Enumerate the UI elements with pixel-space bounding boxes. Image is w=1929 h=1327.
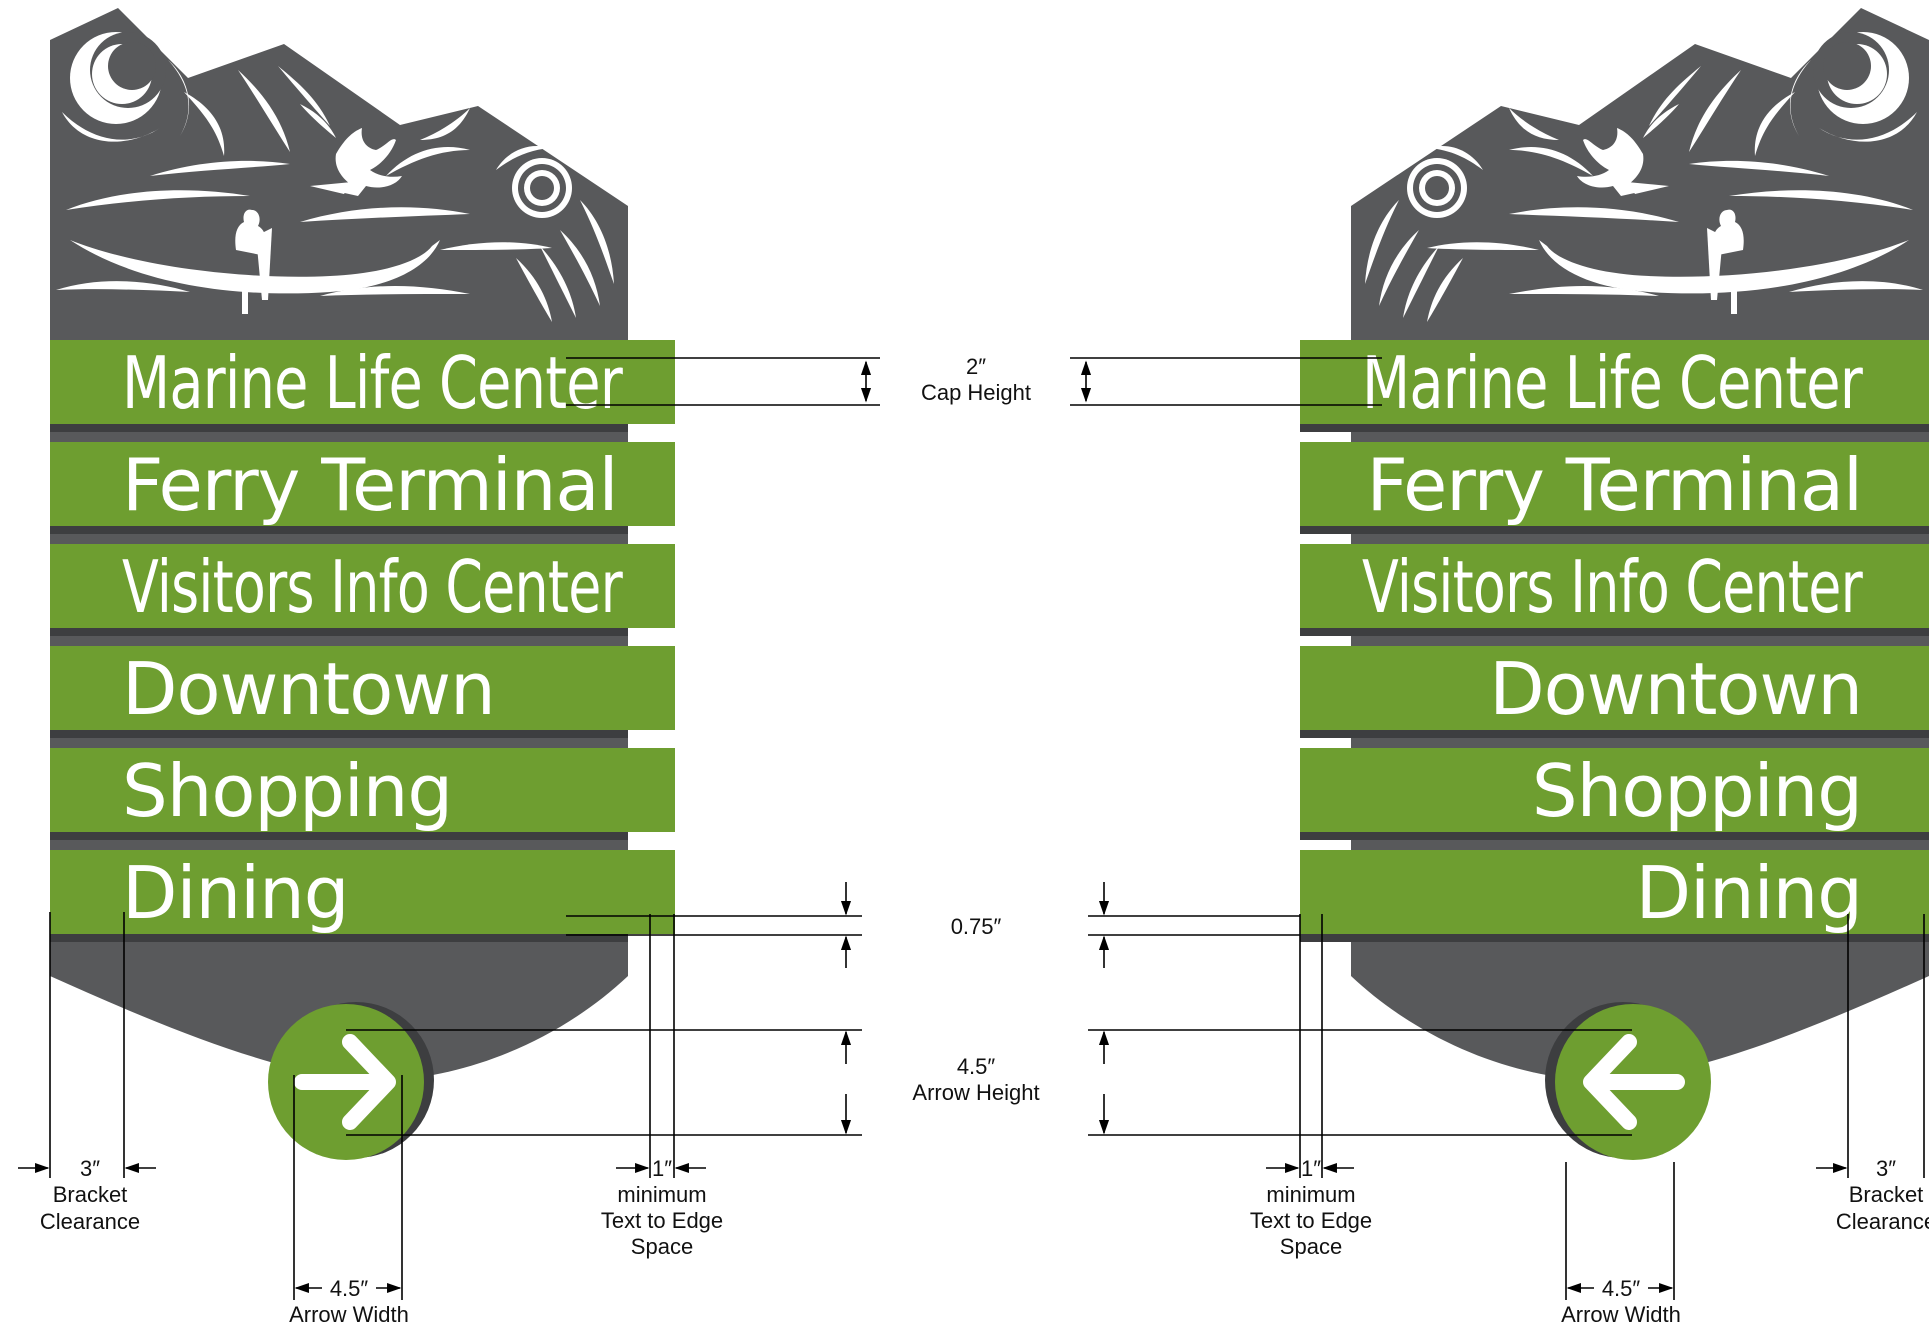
arrow-height-label: Arrow Height xyxy=(912,1080,1039,1105)
right-destination-label: Marine Life Center xyxy=(1362,341,1863,425)
left-panel-shadow xyxy=(50,832,628,840)
left-panel-shadow xyxy=(50,424,628,432)
right-panel-shadow xyxy=(1300,526,1929,534)
left-bracket-line2: Clearance xyxy=(40,1209,140,1234)
right-destination-panel: Shopping xyxy=(1300,748,1929,840)
right-panel-shadow xyxy=(1300,424,1929,432)
left-text-edge-line2: Text to Edge xyxy=(601,1208,723,1233)
left-destination-panel: Dining xyxy=(50,850,675,942)
left-dimension-lines xyxy=(18,357,880,1300)
left-text-edge-value: 1″ xyxy=(652,1156,672,1181)
right-destination-panel: Dining xyxy=(1300,850,1929,942)
left-panel-background xyxy=(50,646,675,730)
left-panel-background xyxy=(50,544,675,628)
right-bracket-line2: Clearance xyxy=(1836,1209,1929,1234)
left-panel-background xyxy=(50,340,675,424)
cap-height-value: 2″ xyxy=(966,354,986,379)
left-header-illustration xyxy=(50,8,628,340)
right-destination-label: Dining xyxy=(1636,851,1862,935)
right-panel-background xyxy=(1300,340,1929,424)
left-panel-shadow xyxy=(50,628,628,636)
right-panel-shadow xyxy=(1300,730,1929,738)
right-dimension-lines xyxy=(1070,357,1925,1300)
right-panel-background xyxy=(1300,544,1929,628)
left-arrow-width-value: 4.5″ xyxy=(330,1276,369,1301)
left-destination-panel: Ferry Terminal xyxy=(50,442,675,534)
left-panel-background xyxy=(50,442,675,526)
right-bracket-value: 3″ xyxy=(1876,1156,1896,1181)
left-destination-panel: Marine Life Center xyxy=(50,340,675,432)
cap-height-label: Cap Height xyxy=(921,380,1031,405)
left-arrow-width-label: Arrow Width xyxy=(289,1302,409,1327)
left-destination-label: Dining xyxy=(122,851,348,935)
right-destination-label: Shopping xyxy=(1532,749,1862,833)
right-text-edge-line1: minimum xyxy=(1266,1182,1355,1207)
panel-gap-value: 0.75″ xyxy=(951,914,1002,939)
right-destination-label: Downtown xyxy=(1489,647,1862,731)
left-destination-label: Ferry Terminal xyxy=(122,443,617,527)
right-destination-panel: Downtown xyxy=(1300,646,1929,738)
right-text-edge-line2: Text to Edge xyxy=(1250,1208,1372,1233)
left-panel-shadow xyxy=(50,730,628,738)
left-panel-background xyxy=(50,850,675,934)
right-panel-background xyxy=(1300,850,1929,934)
left-text-edge-line1: minimum xyxy=(617,1182,706,1207)
left-destination-panel: Shopping xyxy=(50,748,675,840)
left-destination-label: Shopping xyxy=(122,749,452,833)
right-destination-panel: Visitors Info Center xyxy=(1300,544,1929,636)
left-bracket-line1: Bracket xyxy=(53,1182,128,1207)
right-destination-panel: Marine Life Center xyxy=(1300,340,1929,432)
right-arrow-width-value: 4.5″ xyxy=(1602,1276,1641,1301)
dimension-labels: 2″ Cap Height 0.75″ 4.5″ Arrow Height 4.… xyxy=(40,354,1929,1327)
right-bracket-line1: Bracket xyxy=(1849,1182,1924,1207)
right-arrow-width-label: Arrow Width xyxy=(1561,1302,1681,1327)
left-text-edge-line3: Space xyxy=(631,1234,693,1259)
left-destination-panel: Visitors Info Center xyxy=(50,544,675,636)
right-destination-panel: Ferry Terminal xyxy=(1300,442,1929,534)
left-destination-label: Visitors Info Center xyxy=(122,545,623,629)
right-header-illustration xyxy=(1351,8,1929,340)
left-panel-shadow xyxy=(50,934,628,942)
left-destination-label: Downtown xyxy=(122,647,495,731)
right-text-edge-line3: Space xyxy=(1280,1234,1342,1259)
right-panel-shadow xyxy=(1300,628,1929,636)
right-panel-shadow xyxy=(1300,832,1929,840)
right-panel-background xyxy=(1300,646,1929,730)
right-destination-label: Visitors Info Center xyxy=(1362,545,1863,629)
left-destination-panel: Downtown xyxy=(50,646,675,738)
left-panel-shadow xyxy=(50,526,628,534)
right-destination-label: Ferry Terminal xyxy=(1367,443,1862,527)
left-panel-background xyxy=(50,748,675,832)
arrow-height-value: 4.5″ xyxy=(957,1054,996,1079)
right-panel-shadow xyxy=(1300,934,1929,942)
left-destination-label: Marine Life Center xyxy=(122,341,623,425)
right-panel-background xyxy=(1300,748,1929,832)
right-text-edge-value: 1″ xyxy=(1301,1156,1321,1181)
left-bracket-value: 3″ xyxy=(80,1156,100,1181)
right-panel-background xyxy=(1300,442,1929,526)
